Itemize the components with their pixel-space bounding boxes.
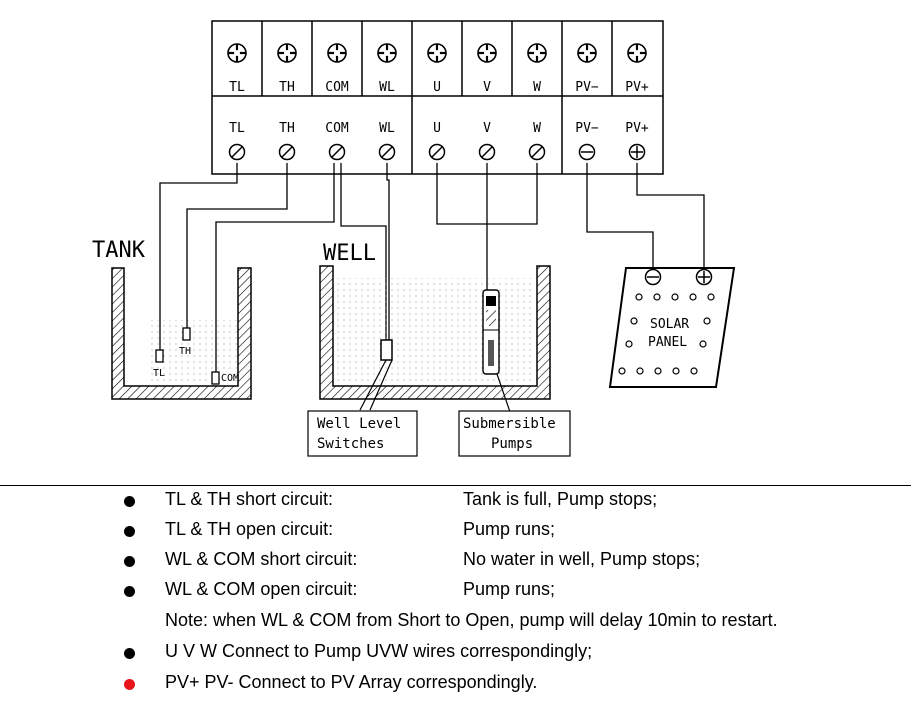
- tank: TANK TL TH COM: [92, 238, 252, 400]
- pv-instruction: PV+ PV- Connect to PV Array correspondin…: [165, 672, 538, 692]
- bottom-terminal-label: COM: [325, 121, 349, 136]
- top-terminal-label: COM: [325, 80, 349, 95]
- bottom-terminal-label: U: [433, 121, 441, 136]
- well-level-switch: [380, 339, 393, 361]
- slotted-screw-icon: [478, 143, 496, 161]
- pump-text-2: Pumps: [491, 436, 533, 452]
- screw-icon: [627, 43, 647, 63]
- top-terminal-label: TH: [279, 80, 295, 95]
- minus-terminal-icon: [578, 143, 596, 161]
- bottom-terminal-label: PV−: [575, 121, 599, 136]
- section-divider: [0, 485, 911, 486]
- com-probe-label: COM: [221, 373, 239, 384]
- tank-label: TANK: [92, 238, 146, 263]
- top-terminal-label: PV−: [575, 80, 599, 95]
- screw-icon: [577, 43, 597, 63]
- legend-condition: WL & COM open circuit:: [165, 579, 358, 599]
- bottom-screw-row: [228, 143, 646, 161]
- pump-callout: Submersible Pumps: [458, 410, 571, 457]
- legend-condition: TL & TH open circuit:: [165, 519, 334, 539]
- top-terminal-label: WL: [379, 80, 395, 95]
- top-terminal-label: PV+: [625, 80, 649, 95]
- bullet-icon: [124, 496, 135, 507]
- pump-text-1: Submersible: [463, 416, 556, 432]
- well-label: WELL: [323, 241, 376, 266]
- slotted-screw-icon: [278, 143, 296, 161]
- uvw-instruction: U V W Connect to Pump UVW wires correspo…: [165, 641, 593, 661]
- bottom-terminal-label: PV+: [625, 121, 649, 136]
- well-switch-text-1: Well Level: [317, 416, 401, 432]
- screw-icon: [277, 43, 297, 63]
- well: WELL: [319, 241, 551, 413]
- bullet-icon: [124, 586, 135, 597]
- bullet-icon: [124, 556, 135, 567]
- solar-panel: SOLAR PANEL: [608, 267, 736, 388]
- solar-text-1: SOLAR: [650, 317, 689, 332]
- th-probe: [182, 327, 191, 341]
- legend-result: Pump runs;: [463, 519, 556, 539]
- top-terminal-labels: TL TH COM WL U V W PV− PV+: [229, 80, 649, 95]
- bottom-terminal-label: TH: [279, 121, 295, 136]
- screw-icon: [377, 43, 397, 63]
- slotted-screw-icon: [528, 143, 546, 161]
- tl-probe-label: TL: [153, 368, 165, 379]
- legend-condition: WL & COM short circuit:: [165, 549, 358, 569]
- bottom-terminal-label: WL: [379, 121, 395, 136]
- legend-result: No water in well, Pump stops;: [463, 549, 701, 569]
- th-probe-label: TH: [179, 346, 191, 357]
- screw-icon: [477, 43, 497, 63]
- legend-result: Pump runs;: [463, 579, 556, 599]
- screw-icon: [327, 43, 347, 63]
- bottom-terminal-label: W: [533, 121, 541, 136]
- top-terminal-label: U: [433, 80, 441, 95]
- bullet-icon: [124, 526, 135, 537]
- top-terminal-label: TL: [229, 80, 245, 95]
- bottom-terminal-label: V: [483, 121, 491, 136]
- slotted-screw-icon: [428, 143, 446, 161]
- red-bullet-icon: [124, 679, 135, 690]
- com-probe: [211, 371, 220, 385]
- screw-icon: [427, 43, 447, 63]
- note-text: Note: when WL & COM from Short to Open, …: [165, 610, 778, 630]
- legend-condition: TL & TH short circuit:: [165, 489, 334, 509]
- slotted-screw-icon: [328, 143, 346, 161]
- tl-probe: [155, 349, 164, 363]
- screw-icon: [527, 43, 547, 63]
- top-screw-row: [227, 43, 647, 63]
- submersible-pump: [482, 289, 500, 375]
- slotted-screw-icon: [228, 143, 246, 161]
- bottom-terminal-label: TL: [229, 121, 245, 136]
- plus-terminal-icon: [628, 143, 646, 161]
- well-switch-text-2: Switches: [317, 436, 384, 452]
- well-switch-callout: Well Level Switches: [307, 410, 418, 457]
- solar-text-2: PANEL: [648, 335, 687, 350]
- top-terminal-label: V: [483, 80, 491, 95]
- slotted-screw-icon: [378, 143, 396, 161]
- bottom-terminal-labels: TL TH COM WL U V W PV− PV+: [229, 121, 649, 136]
- top-terminal-label: W: [533, 80, 541, 95]
- wiring-diagram: TL TH COM WL U V W PV− PV+ TL TH COM WL U V W PV− PV+ TA…: [92, 20, 736, 457]
- screw-icon: [227, 43, 247, 63]
- legend-result: Tank is full, Pump stops;: [463, 489, 658, 509]
- bullet-icon: [124, 648, 135, 659]
